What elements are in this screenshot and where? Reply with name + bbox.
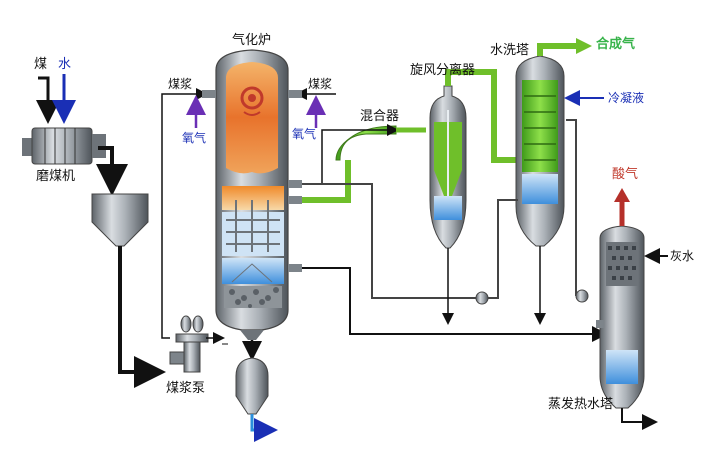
evaporator-label: 蒸发热水塔 bbox=[548, 397, 614, 412]
scrubber-to-evaporator-line bbox=[566, 119, 577, 296]
cyclone-label: 旋风分离器 bbox=[410, 63, 476, 78]
mill-to-hopper-line bbox=[96, 146, 128, 196]
oxygen-left-label: 氧气 bbox=[182, 131, 207, 145]
syngas-arrow-head bbox=[576, 38, 592, 54]
acid-gas-arrow-head bbox=[614, 188, 630, 202]
gasifier-blackwater-line bbox=[302, 267, 608, 342]
syngas-label: 合成气 bbox=[596, 37, 636, 52]
condensate-label: 冷凝液 bbox=[608, 91, 645, 105]
cyclone-to-scrubber-line bbox=[445, 69, 520, 163]
acid-gas-label: 酸气 bbox=[612, 167, 639, 182]
syngas-outlet-line bbox=[537, 43, 578, 56]
slag-lock-vessel bbox=[235, 357, 269, 415]
slurry-feed-left-line bbox=[161, 88, 208, 339]
hopper-to-pump-line bbox=[118, 246, 166, 388]
evaporator-outlet-line bbox=[621, 408, 658, 430]
slurry-pump-label: 煤浆泵 bbox=[166, 381, 206, 396]
gasifier-label: 气化炉 bbox=[232, 33, 272, 48]
slurry-left-label: 煤浆 bbox=[168, 77, 193, 91]
water-label: 水 bbox=[58, 57, 72, 72]
water-scrubber bbox=[515, 55, 565, 247]
mixer-label: 混合器 bbox=[360, 109, 400, 124]
slurry-hopper bbox=[91, 193, 149, 247]
slag-outlet-line bbox=[250, 414, 278, 442]
coal-inlet-line bbox=[36, 76, 60, 124]
mixer bbox=[335, 125, 397, 161]
slurry-right-label: 煤浆 bbox=[308, 77, 333, 91]
evaporation-hot-water-tower bbox=[596, 225, 645, 409]
grey-water-label: 灰水 bbox=[670, 249, 695, 263]
circulation-pump bbox=[475, 291, 489, 305]
coal-mill bbox=[22, 127, 106, 165]
mill-label: 磨煤机 bbox=[36, 169, 76, 184]
oxygen-right-label: 氧气 bbox=[292, 127, 317, 141]
evaporator-pump bbox=[575, 289, 589, 303]
syngas-to-mixer-line bbox=[302, 160, 351, 203]
scrubber-label: 水洗塔 bbox=[490, 43, 530, 58]
slurry-pump bbox=[169, 315, 209, 373]
cyclone-separator bbox=[429, 85, 467, 249]
gasifier-vessel bbox=[202, 49, 302, 340]
coal-label: 煤 bbox=[34, 57, 48, 72]
